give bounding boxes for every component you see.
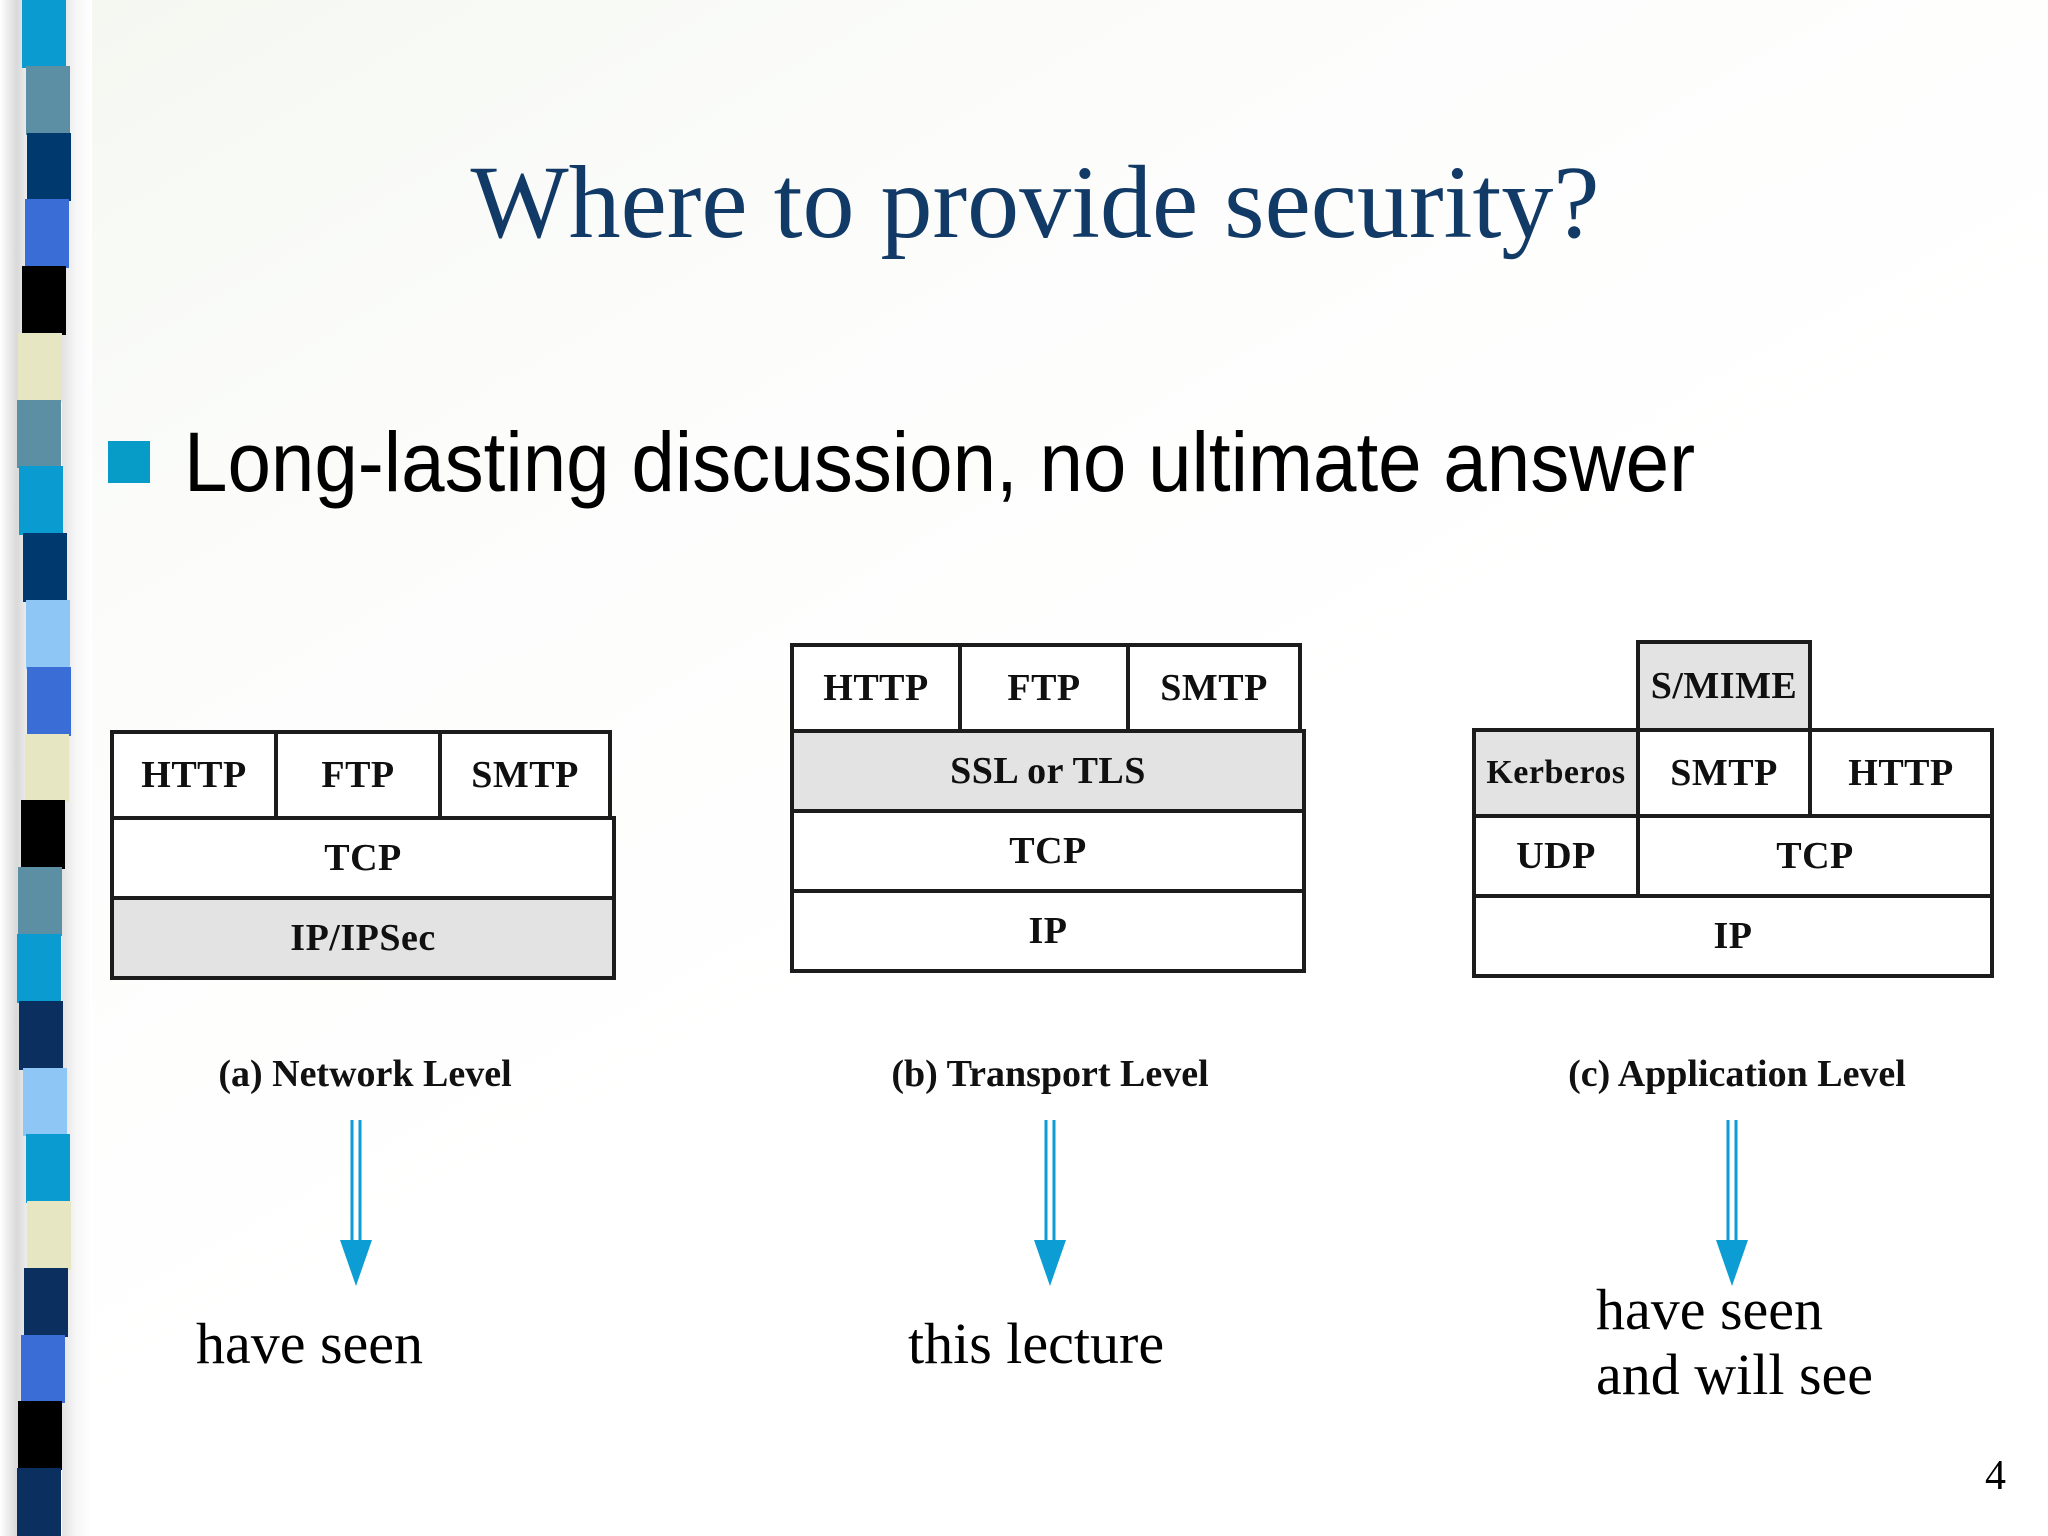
cell-ftp: FTP [274, 730, 442, 820]
down-arrow-icon-a [340, 1120, 372, 1286]
cell-smtp: SMTP [1636, 728, 1812, 818]
cell-http: HTTP [110, 730, 278, 820]
stripe-segment [25, 600, 70, 669]
stripe-segment [25, 199, 70, 269]
cell-ip: IP [1472, 894, 1994, 978]
bullet-marker-icon [108, 441, 150, 483]
stack-row: TCP [790, 809, 1310, 893]
annotation-line: have seen [196, 1311, 424, 1376]
bullet-item: Long-lasting discussion, no ultimate ans… [108, 420, 1809, 504]
cell-tcp: TCP [110, 816, 616, 900]
stack-row: IP [1472, 894, 2002, 978]
cell-ip: IP [790, 889, 1306, 973]
stack-row: S/MIME [1472, 640, 2002, 732]
cell-smtp: SMTP [438, 730, 612, 820]
page-number: 4 [1985, 1453, 2006, 1499]
stripe-segment [25, 65, 70, 135]
stripe-segment [22, 0, 66, 68]
cell-tcp: TCP [790, 809, 1306, 893]
bullet-text: Long-lasting discussion, no ultimate ans… [184, 415, 1696, 509]
cell-ssl-or-tls: SSL or TLS [790, 729, 1306, 813]
cell-ftp: FTP [958, 643, 1130, 733]
decorative-left-stripe [0, 0, 92, 1536]
stack-row: HTTP FTP SMTP [110, 730, 620, 820]
stripe-segment [24, 1267, 69, 1337]
stripe-segment [26, 666, 71, 736]
stripe-segment [22, 533, 67, 603]
stripe-segment [21, 266, 66, 335]
stripe-segment [26, 132, 71, 202]
annotation-line: have seen [1596, 1277, 1824, 1342]
cell-smime: S/MIME [1636, 640, 1812, 732]
stripe-segment [17, 1401, 62, 1471]
annotation-line: and will see [1596, 1341, 1874, 1407]
cell-kerberos: Kerberos [1472, 728, 1640, 818]
stripe-segment [19, 1000, 64, 1070]
stack-row: IP [790, 889, 1310, 973]
stripe-segment [18, 332, 63, 402]
annotation-line: this lecture [908, 1311, 1165, 1376]
page-title: Where to provide security? [470, 145, 1600, 260]
diagram-application-level: S/MIME Kerberos SMTP HTTP UDP TCP IP [1472, 640, 2002, 978]
stripe-segment [17, 933, 62, 1003]
stripe-segment [17, 399, 62, 469]
stack-row: Kerberos SMTP HTTP [1472, 728, 2002, 818]
stripe-segment [23, 1067, 68, 1137]
down-arrow-icon-c [1716, 1120, 1748, 1286]
caption-transport-level: (b) Transport Level [891, 1053, 1209, 1095]
stack-row: UDP TCP [1472, 814, 2002, 898]
annotation-this-lecture: this lecture [908, 1311, 1165, 1377]
caption-network-level: (a) Network Level [218, 1053, 512, 1095]
stack-row: HTTP FTP SMTP [790, 643, 1310, 733]
cell-smtp: SMTP [1126, 643, 1302, 733]
stack-row: SSL or TLS [790, 729, 1310, 813]
cell-tcp: TCP [1636, 814, 1994, 898]
stack-row: IP/IPSec [110, 896, 620, 980]
cell-udp: UDP [1472, 814, 1640, 898]
stack-row: TCP [110, 816, 620, 900]
stripe-segment [26, 1134, 71, 1204]
annotation-have-seen: have seen [196, 1311, 424, 1377]
stripe-segment [20, 1334, 65, 1404]
cell-ip-ipsec: IP/IPSec [110, 896, 616, 980]
cell-http: HTTP [1808, 728, 1994, 818]
down-arrow-icon-b [1034, 1120, 1066, 1286]
stripe-segment [24, 733, 69, 803]
stripe-segment [26, 1201, 71, 1270]
stripe-segment [21, 800, 66, 870]
diagram-transport-level: HTTP FTP SMTP SSL or TLS TCP IP [790, 643, 1310, 973]
cell-http: HTTP [790, 643, 962, 733]
annotation-have-seen-and-will-see: have seen and will see [1596, 1277, 1874, 1408]
stripe-segment [18, 466, 63, 536]
caption-application-level: (c) Application Level [1568, 1053, 1906, 1095]
diagram-network-level: HTTP FTP SMTP TCP IP/IPSec [110, 730, 620, 980]
stripe-segment [17, 867, 62, 936]
spacer [1472, 640, 1636, 732]
stripe-segment [17, 1468, 62, 1536]
